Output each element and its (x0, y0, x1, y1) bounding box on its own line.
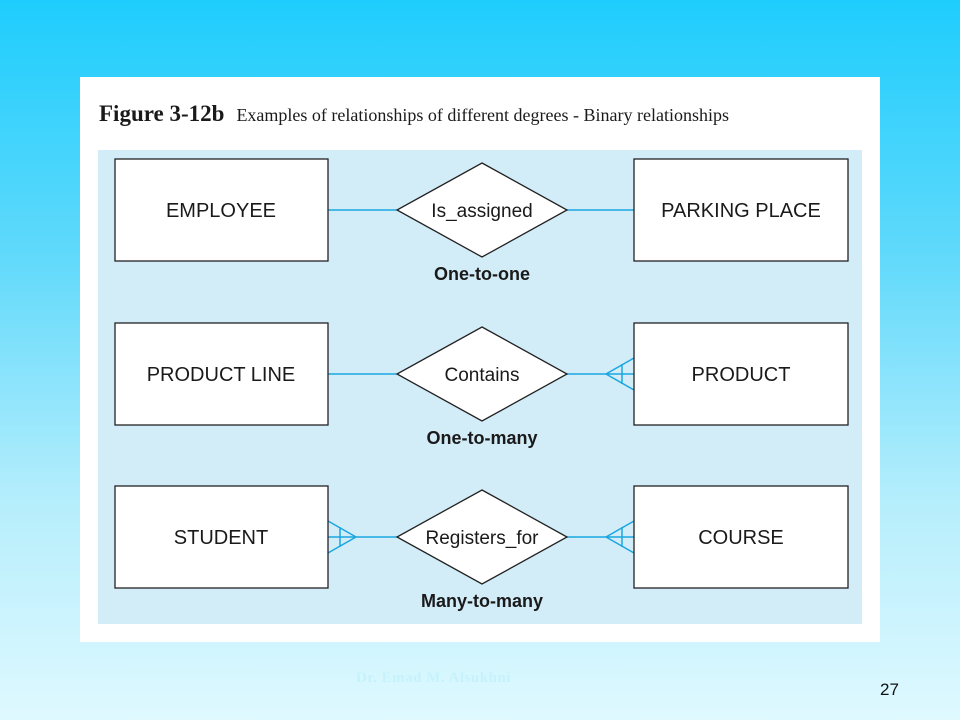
relationship-registers-for-label: Registers_for (426, 528, 540, 549)
crows-foot-many-marker (605, 357, 635, 391)
cardinality-label: One-to-one (434, 264, 530, 284)
relationship-is-assigned (395, 162, 569, 258)
figure-title: Figure 3-12b Examples of relationships o… (99, 101, 729, 127)
relationship-contains (395, 326, 569, 422)
relationship-row-one-to-one: EMPLOYEE Is_assigned PARKING PLACE One-t… (114, 158, 849, 284)
relationship-is-assigned-label: Is_assigned (431, 201, 532, 222)
entity-product-label: PRODUCT (692, 364, 791, 386)
entity-parking-place-label: PARKING PLACE (661, 200, 821, 222)
figure-caption: Examples of relationships of different d… (236, 105, 729, 125)
crows-foot-many-marker (327, 520, 357, 554)
entity-employee-label: EMPLOYEE (166, 200, 276, 222)
entity-product (633, 322, 849, 426)
cardinality-label: Many-to-many (421, 591, 543, 611)
entity-student-label: STUDENT (174, 527, 268, 549)
entity-product-line (114, 322, 329, 426)
cardinality-label: One-to-many (426, 428, 537, 448)
entity-employee (114, 158, 329, 262)
author-watermark: Dr. Emad M. Alsukhni (356, 670, 511, 686)
slide-number: 27 (880, 680, 899, 699)
relationship-contains-label: Contains (445, 365, 520, 386)
figure-number: Figure 3-12b (99, 101, 225, 126)
er-diagram: EMPLOYEE Is_assigned PARKING PLACE One-t… (98, 150, 862, 624)
crows-foot-many-marker (605, 520, 635, 554)
relationship-registers-for (395, 489, 569, 585)
entity-course (633, 485, 849, 589)
entity-parking-place (633, 158, 849, 262)
relationship-row-many-to-many: STUDENT Registers_for COURSE Many-to-man… (114, 485, 849, 611)
relationship-row-one-to-many: PRODUCT LINE Contains PRODUCT One-to-man… (114, 322, 849, 448)
entity-product-line-label: PRODUCT LINE (147, 364, 296, 386)
entity-course-label: COURSE (698, 527, 784, 549)
figure-panel: Figure 3-12b Examples of relationships o… (80, 77, 880, 642)
entity-student (114, 485, 329, 589)
